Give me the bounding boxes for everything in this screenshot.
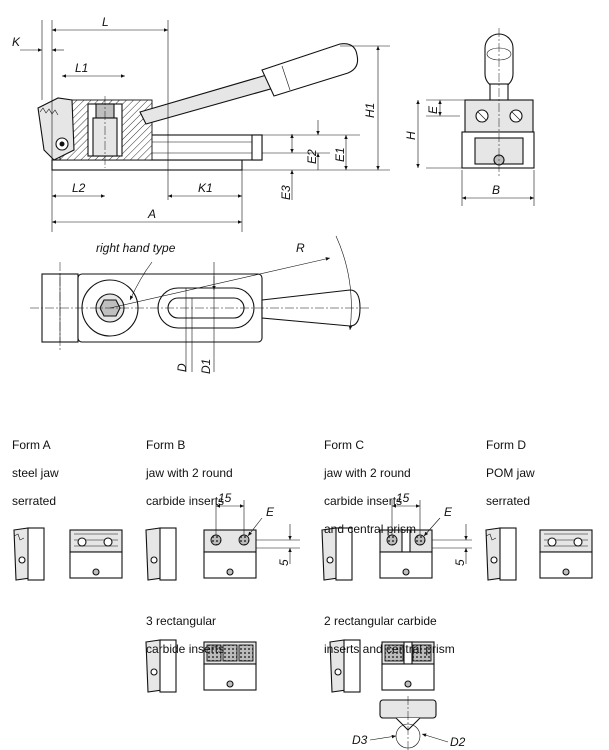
form-f-drawing [329, 639, 449, 750]
lever-grip [261, 43, 359, 97]
form-e-line1: 3 rectangular [146, 614, 217, 628]
form-e-caption: 3 rectangular carbide inserts [146, 600, 224, 670]
base-plate [51, 159, 243, 171]
dim-L1: L1 [75, 61, 88, 75]
form-f-caption: 2 rectangular carbide inserts and centra… [324, 600, 455, 670]
form-c-title: Form C [324, 438, 364, 452]
dim-L: L [102, 15, 109, 29]
end-view [416, 28, 535, 206]
form-c-caption: Form C jaw with 2 round carbide inserts … [324, 424, 416, 550]
form-d-line1: POM jaw [486, 466, 535, 480]
form-c-line3: and central prism [324, 522, 417, 536]
form-f-line2: inserts and central prism [324, 642, 455, 656]
form-c-line1: jaw with 2 round [324, 466, 411, 480]
dim-D2: D2 [450, 735, 466, 749]
dim-D3: D3 [352, 733, 368, 747]
form-b-dim-15: 15 [218, 491, 232, 505]
form-c-dim-5: 5 [453, 559, 467, 566]
annotation-right-hand-type: right hand type [96, 241, 176, 255]
lever-arm [139, 73, 275, 125]
serrated-jaw [37, 97, 75, 161]
dim-B: B [492, 183, 500, 197]
form-b-title: Form B [146, 438, 186, 452]
dim-R: R [296, 241, 305, 255]
dim-D: D [175, 363, 189, 372]
form-d-drawing [485, 527, 593, 581]
form-b-caption: Form B jaw with 2 round carbide inserts [146, 424, 233, 522]
top-view [30, 235, 370, 372]
dim-K: K [12, 35, 21, 49]
side-view [20, 20, 390, 232]
form-d-title: Form D [486, 438, 526, 452]
form-c-dim-E: E [444, 505, 453, 519]
dim-A: A [147, 207, 156, 221]
dim-E: E [426, 105, 440, 114]
form-b-line2: carbide inserts [146, 494, 225, 508]
dim-H: H [404, 131, 418, 140]
form-d-caption: Form D POM jaw serrated [486, 424, 535, 522]
form-c-line2: carbide inserts [324, 494, 403, 508]
form-f-line1: 2 rectangular carbide [324, 614, 437, 628]
form-a-line2: serrated [12, 494, 57, 508]
dim-E2: E2 [305, 149, 319, 164]
form-b-line1: jaw with 2 round [146, 466, 233, 480]
form-b-dim-5: 5 [277, 559, 291, 566]
rail [149, 134, 263, 161]
dim-D1: D1 [199, 359, 213, 374]
form-c-dim-15: 15 [396, 491, 410, 505]
form-a-drawing [13, 527, 123, 581]
form-b-dim-E: E [266, 505, 275, 519]
form-b-drawing [145, 500, 300, 581]
form-a-caption: Form A steel jaw serrated [12, 424, 59, 522]
form-d-line2: serrated [486, 494, 531, 508]
dim-K1: K1 [198, 181, 213, 195]
form-a-line1: steel jaw [12, 466, 59, 480]
dim-E1: E1 [333, 147, 347, 162]
dim-H1: H1 [363, 103, 377, 118]
form-e-line2: carbide inserts [146, 642, 225, 656]
form-a-title: Form A [12, 438, 51, 452]
dim-L2: L2 [72, 181, 86, 195]
form-c-drawing [321, 500, 472, 581]
dim-E3: E3 [279, 185, 293, 200]
form-e-drawing [145, 639, 257, 693]
